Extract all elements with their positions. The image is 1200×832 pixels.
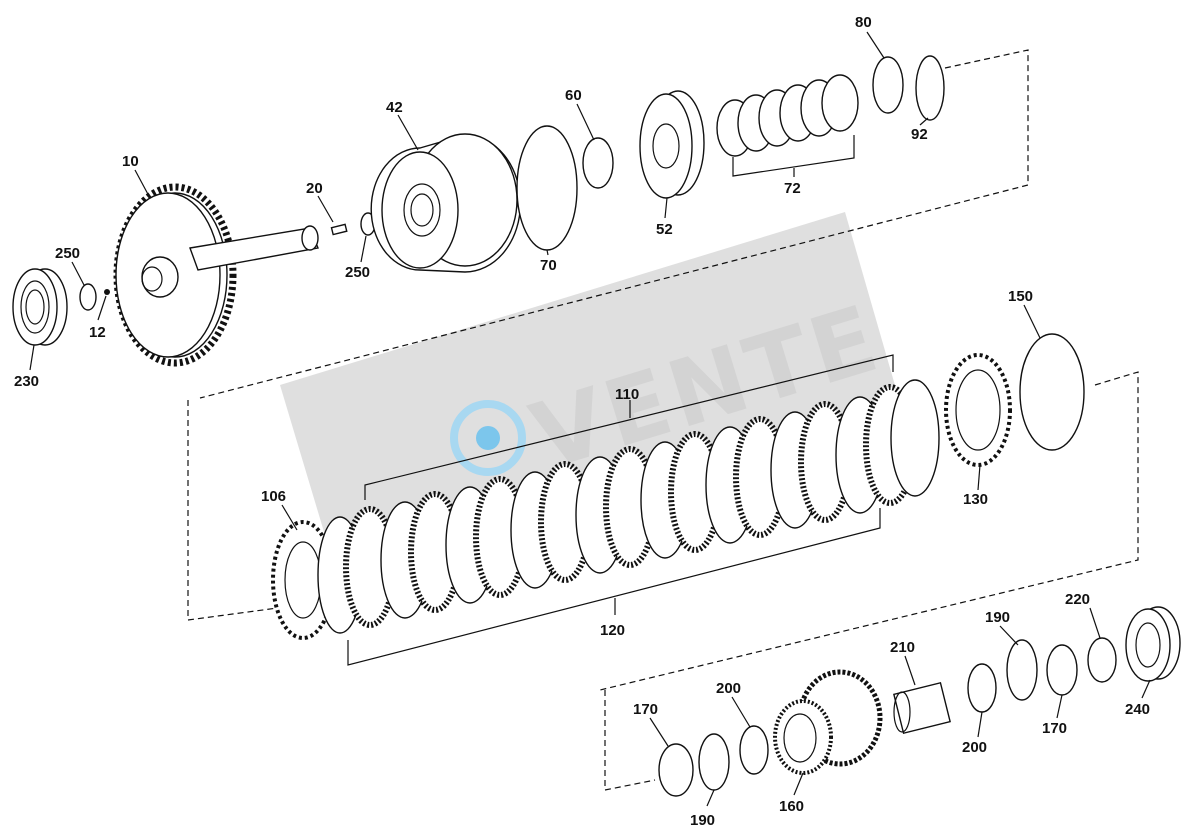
watermark-logo-icon: [450, 400, 526, 476]
piston-52: [639, 90, 705, 199]
leader-lines: [29, 31, 1151, 807]
label-20: 20: [306, 180, 323, 197]
label-160: 160: [779, 798, 804, 815]
bearing-240: [1125, 606, 1181, 682]
dashed-boundary-top: [199, 49, 1029, 399]
label-210: 210: [890, 639, 915, 656]
springs-72: [716, 74, 859, 177]
label-200-left: 200: [716, 680, 741, 697]
bearing-230: [12, 268, 68, 346]
label-230: 230: [14, 373, 39, 390]
dashed-boundary-middle-right: [599, 371, 1139, 691]
label-150: 150: [1008, 288, 1033, 305]
label-200-right: 200: [962, 739, 987, 756]
pin-20: [330, 223, 348, 236]
o-ring-70: [516, 125, 578, 251]
dashed-boundary-middle-left: [187, 400, 301, 621]
plate-130: [944, 353, 1012, 467]
label-52: 52: [656, 221, 673, 238]
label-240: 240: [1125, 701, 1150, 718]
label-220: 220: [1065, 591, 1090, 608]
clutch-drum-42: [370, 133, 522, 273]
o-ring-60: [582, 137, 614, 189]
bearing-190-right: [1006, 639, 1038, 701]
label-70: 70: [540, 257, 557, 274]
washer-170-right: [1046, 644, 1078, 696]
label-250-left: 250: [55, 245, 80, 262]
part-labels: 10 12 20 42 52 60 70 72 80 92 106 110 12…: [14, 14, 1150, 829]
label-170-left: 170: [633, 701, 658, 718]
label-80: 80: [855, 14, 872, 31]
lock-washer-220: [1087, 637, 1117, 683]
bearing-190-left: [698, 733, 730, 791]
dashed-boundary-bottom: [604, 690, 656, 791]
label-130: 130: [963, 491, 988, 508]
label-110: 110: [615, 386, 639, 403]
snap-ring-150: [1019, 333, 1085, 451]
washer-200-left: [739, 725, 769, 775]
label-42: 42: [386, 99, 403, 116]
gear-shaft-10: [113, 183, 319, 367]
bracket-110: [364, 354, 894, 500]
snap-ring-250-left: [79, 283, 97, 311]
snap-ring-92: [915, 55, 945, 121]
label-250-right: 250: [345, 264, 370, 281]
ball-12: [104, 289, 110, 295]
bracket-120: [347, 508, 881, 666]
label-170-right: 170: [1042, 720, 1067, 737]
label-92: 92: [911, 126, 928, 143]
label-190-right: 190: [985, 609, 1010, 626]
label-60: 60: [565, 87, 582, 104]
label-190-left: 190: [690, 812, 715, 829]
label-12: 12: [89, 324, 106, 341]
label-120: 120: [600, 622, 625, 639]
label-10: 10: [122, 153, 139, 170]
label-106: 106: [261, 488, 286, 505]
ring-80: [872, 56, 904, 114]
needle-bearing-210: [893, 681, 951, 735]
washer-200-right: [967, 663, 997, 713]
clutch-plate-stack: [317, 379, 940, 634]
label-72: 72: [784, 180, 801, 197]
washer-170-left: [658, 743, 694, 797]
gear-160: [773, 669, 883, 775]
